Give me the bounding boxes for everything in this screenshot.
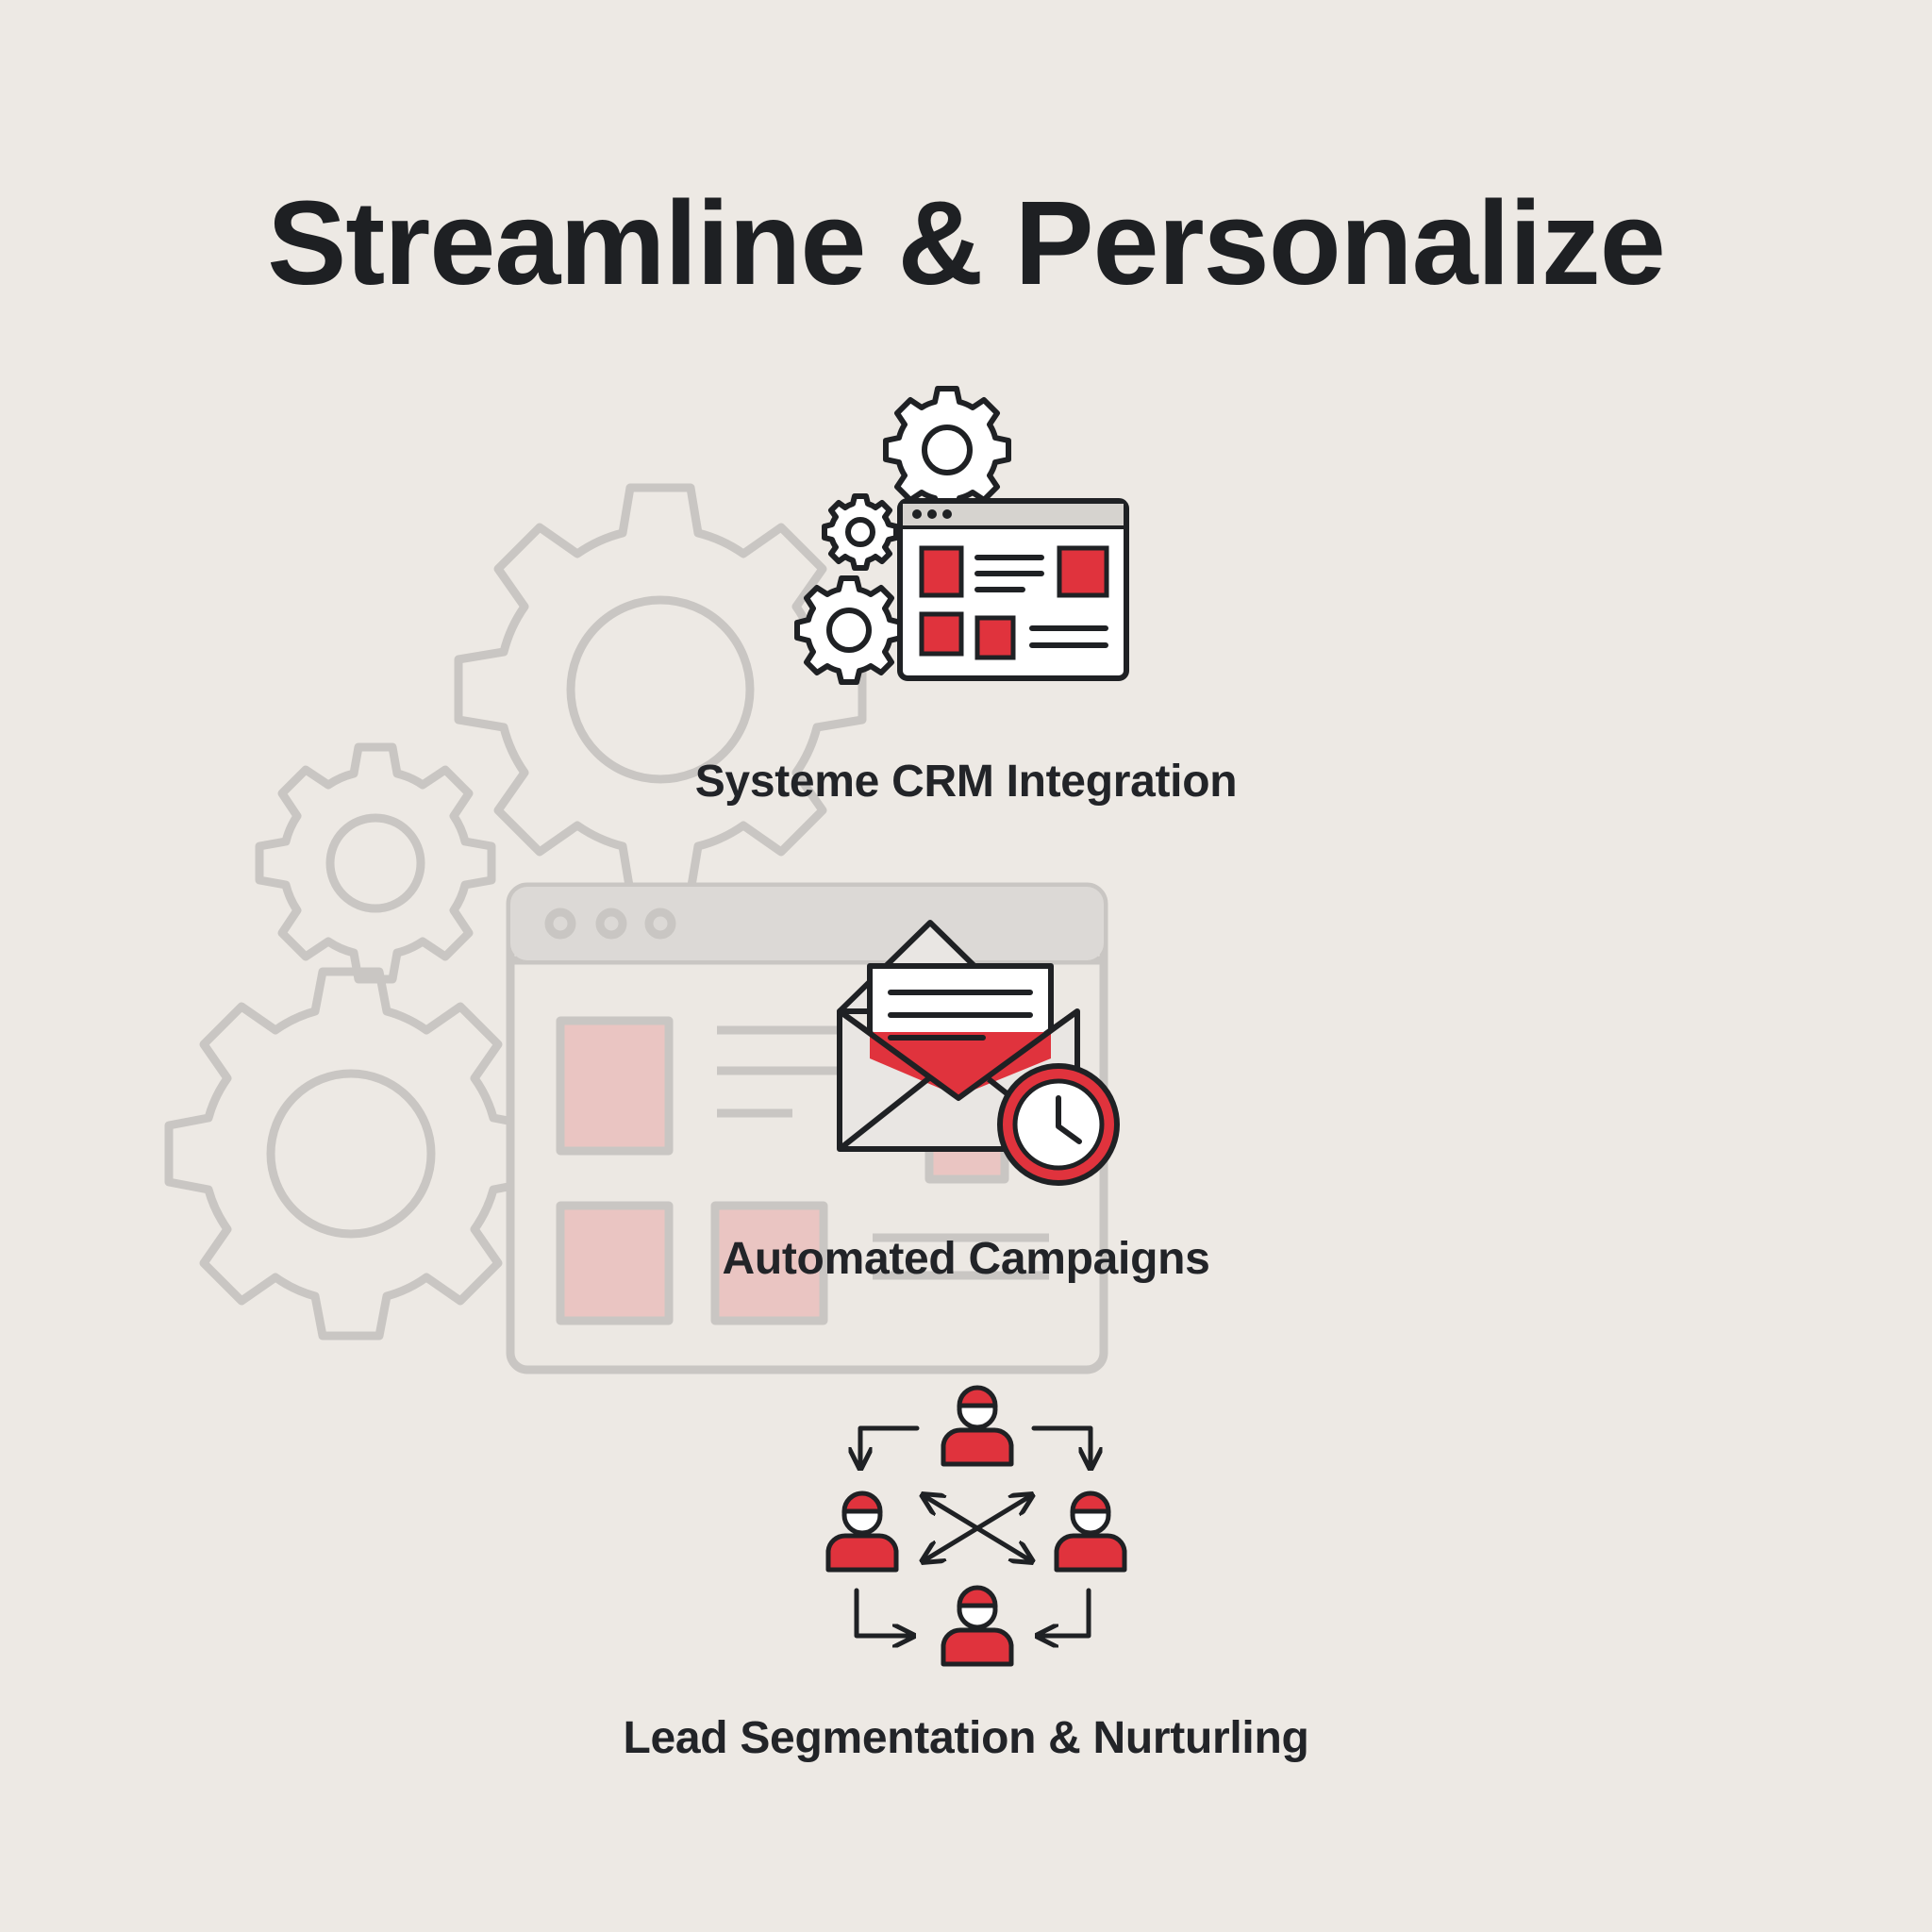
page-title: Streamline & Personalize bbox=[267, 176, 1666, 309]
feature-label-campaigns: Automated Campaigns bbox=[722, 1234, 1210, 1284]
person-left-icon bbox=[828, 1493, 896, 1570]
envelope-clock-icon bbox=[837, 920, 1120, 1186]
person-top-icon bbox=[943, 1388, 1011, 1464]
clock-icon bbox=[997, 1063, 1120, 1186]
person-right-icon bbox=[1057, 1493, 1124, 1570]
people-network-icon bbox=[821, 1374, 1132, 1675]
feature-label-lead-segmentation: Lead Segmentation & Nurturling bbox=[623, 1713, 1309, 1763]
person-bottom-icon bbox=[943, 1588, 1011, 1664]
feature-label-crm: Systeme CRM Integration bbox=[694, 757, 1238, 807]
gears-dashboard-icon bbox=[794, 386, 1129, 685]
